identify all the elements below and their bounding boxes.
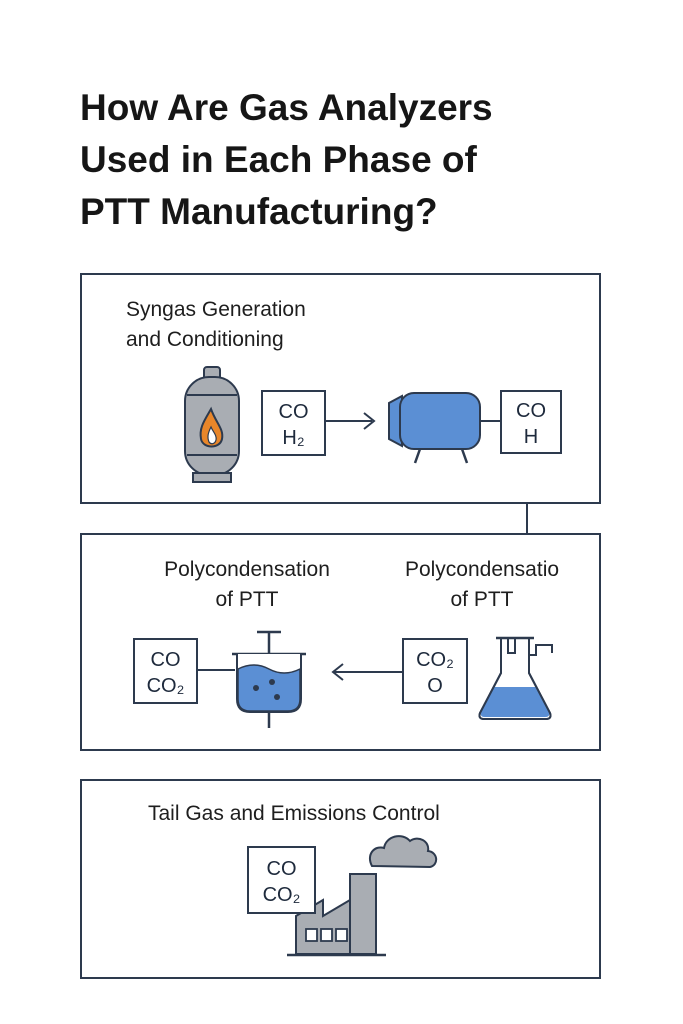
analyzer-gas-co: CO [266, 858, 297, 880]
title-line-2: Used in Each Phase of [80, 139, 477, 180]
panel-poly-left-label-line-2: of PTT [215, 588, 279, 611]
analyzer-box-tail-gas: CO CO₂ [247, 846, 316, 914]
panel-syngas-label-line-1: Syngas Generation [126, 298, 306, 321]
panel-poly-right-label-line-1: Polycondensatio [404, 558, 560, 581]
panel-poly-left-label-line-1: Polycondensation [164, 558, 330, 581]
analyzer-box-poly-left: CO CO₂ [133, 638, 198, 704]
analyzer-gas-co2: CO₂ [262, 884, 301, 906]
analyzer-gas-co2: CO₂ [416, 649, 454, 671]
panel-syngas-art [184, 366, 500, 483]
panel-tail-gas-label: Tail Gas and Emissions Control [148, 802, 440, 825]
arrow-left-icon [331, 663, 344, 681]
reactor-vessel-icon [232, 630, 306, 728]
panel-syngas-generation: Syngas Generation and Conditioning CO [80, 273, 601, 504]
analyzer-gas-co: CO [516, 400, 546, 422]
title-line-3: PTT Manufacturing? [80, 191, 438, 232]
panel-poly-left-label: Polycondensation of PTT [142, 555, 352, 615]
analyzer-box-syngas-b: CO H [500, 390, 562, 454]
analyzer-gas-h2: H₂ [282, 427, 305, 449]
reaction-flask-icon [478, 636, 553, 720]
page-title: How Are Gas Analyzers Used in Each Phase… [80, 82, 640, 238]
panel-poly-art [198, 630, 553, 728]
panel-tail-gas: Tail Gas and Emissions Control CO CO₂ [80, 779, 601, 979]
panel-polycondensation: Polycondensation of PTT Polycondensatio … [80, 533, 601, 751]
analyzer-gas-co: CO [150, 649, 181, 671]
title-line-1: How Are Gas Analyzers [80, 87, 493, 128]
analyzer-box-syngas-a: CO H₂ [261, 390, 326, 456]
flame-icon [199, 406, 224, 448]
panel-syngas-label: Syngas Generation and Conditioning [126, 295, 306, 355]
panel-tail-gas-art [287, 835, 438, 957]
conditioning-drum-icon [388, 392, 481, 464]
panel-poly-right-label: Polycondensatio of PTT [382, 555, 582, 615]
analyzer-gas-co2: CO₂ [146, 675, 185, 697]
analyzer-gas-co: CO [278, 401, 309, 423]
analyzer-gas-o: O [427, 675, 443, 697]
panel-poly-right-label-line-2: of PTT [450, 588, 514, 611]
arrow-right-icon [363, 412, 376, 430]
panel-syngas-label-line-2: and Conditioning [126, 328, 284, 351]
analyzer-gas-h: H [523, 426, 539, 448]
analyzer-box-poly-right: CO₂ O [402, 638, 468, 704]
